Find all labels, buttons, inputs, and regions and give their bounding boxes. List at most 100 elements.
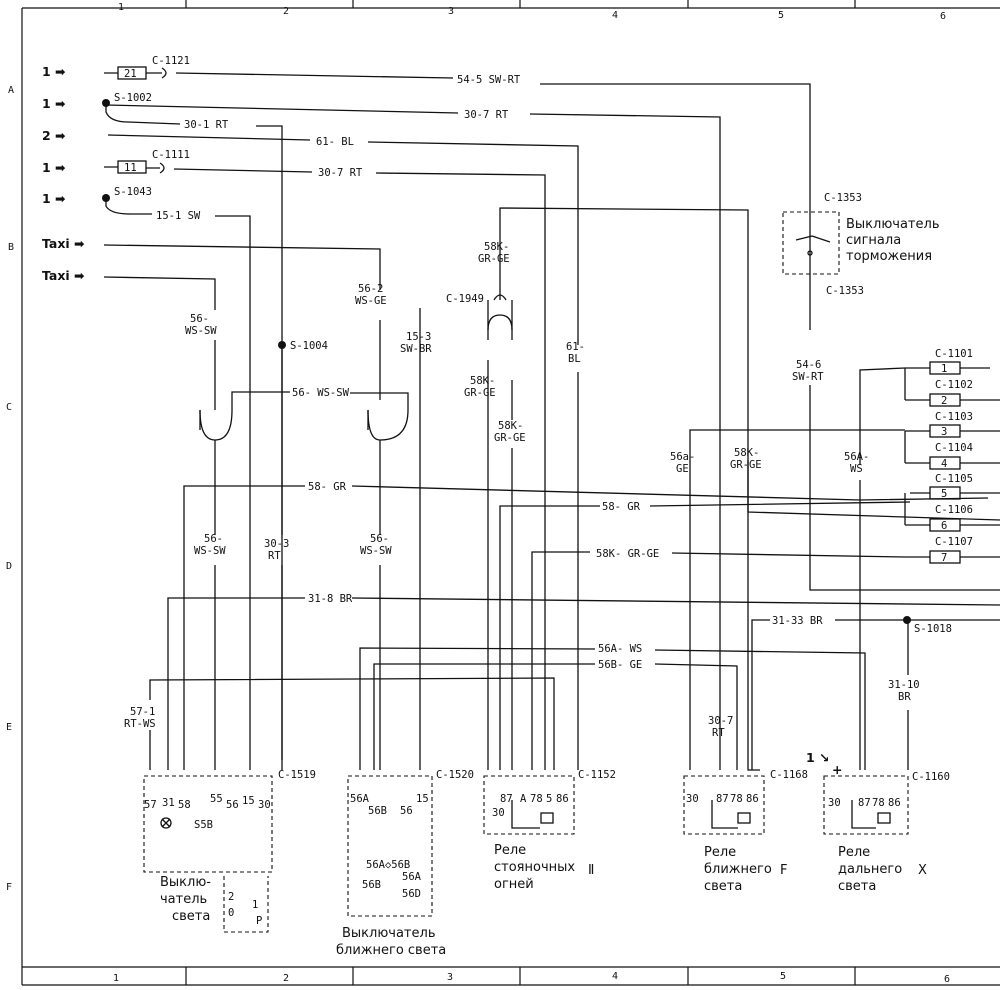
pin-label: 56A (350, 793, 370, 805)
col-label-bottom: 5 (780, 971, 786, 982)
switch-label: 56D (402, 888, 421, 900)
side-connector-label: C-1101 (935, 348, 973, 360)
pin-label: 30 (258, 799, 271, 811)
wire-label: 30-7 RT (464, 109, 509, 121)
side-connector-7 (929, 550, 961, 564)
splice-dot (278, 341, 286, 349)
wire-label: 58- GR (602, 501, 641, 513)
plug-symbols (199, 294, 513, 460)
pin-label: 87 (716, 793, 729, 805)
wire-label: 58- GR (308, 481, 347, 493)
park-relay-title: стояночных (494, 860, 575, 875)
pin-label: 87 (858, 797, 871, 809)
wire-label: 56a- (670, 451, 695, 463)
fuse-21 (117, 66, 147, 80)
side-connector-number: 5 (941, 488, 947, 500)
brake-switch-title: сигнала (846, 233, 901, 248)
input-signal: 1 ➡ (42, 160, 66, 175)
connector-label: C-1353 (824, 192, 862, 204)
side-connector-6 (929, 518, 961, 532)
splice-dot (102, 194, 110, 202)
component-labels: C-1519 C-1520 C-1152 C-1168 C-1160 57 31… (144, 750, 950, 927)
col-label-bottom: 3 (447, 972, 453, 983)
high-relay-number: Ⅹ (918, 863, 927, 878)
park-relay-title: Реле (494, 843, 526, 858)
wire-labels: C-1121 21 54-5 SW-RT S-1002 30-1 RT 30-7… (114, 55, 952, 739)
splice-label: S-1043 (114, 186, 152, 198)
pin-label: 86 (746, 793, 759, 805)
switch-position: 0 (228, 907, 234, 919)
relay-coil (540, 812, 554, 824)
fuse-label: 11 (124, 162, 137, 174)
wire-label: 30-1 RT (184, 119, 229, 131)
fuse-11 (117, 160, 147, 174)
input-signal: 1 ➡ (42, 191, 66, 206)
lamp-symbol (160, 817, 172, 829)
high-relay-title: дальнего (838, 862, 902, 877)
wire-label: WS-SW (194, 545, 226, 557)
wire-label: 54-6 (796, 359, 821, 371)
splice-points (102, 99, 911, 624)
wire-label: 31-33 BR (772, 615, 823, 627)
wire-label: 56- (370, 533, 389, 545)
light-switch-frame (143, 775, 273, 873)
wire-label: 15-3 (406, 331, 431, 343)
wire-label: WS-SW (185, 325, 217, 337)
wire-label: 30-3 (264, 538, 289, 550)
side-connector-number: 7 (941, 552, 947, 564)
input-signal: Taxi ➡ (42, 268, 85, 283)
light-switch-title: чатель (160, 892, 207, 907)
col-label-top: 1 (118, 2, 124, 13)
col-label-top: 3 (448, 6, 454, 17)
pin-label: 56B (368, 805, 387, 817)
col-label-bottom: 2 (283, 973, 289, 984)
wire-label: BR (898, 691, 911, 703)
wire-label: BL (568, 353, 581, 365)
wire-label: 15-1 SW (156, 210, 201, 222)
grid-labels: 1 2 3 4 5 6 1 2 3 4 5 6 A B C D E F (6, 2, 950, 985)
pin-label: 5 (546, 793, 552, 805)
pin-label: 86 (556, 793, 569, 805)
light-switch-title: Выклю- (160, 875, 211, 890)
input-signals: 1 ➡ 1 ➡ 2 ➡ 1 ➡ 1 ➡ Taxi ➡ Taxi ➡ (42, 64, 85, 283)
wire-label: 54-5 SW-RT (457, 74, 521, 86)
wire-label: 56- WS-SW (292, 387, 350, 399)
wire-label: 56- (190, 313, 209, 325)
connector-label: C-1519 (278, 769, 316, 781)
switch-label: 56B (362, 879, 381, 891)
pin-label: 56 (400, 805, 413, 817)
light-switch-title: света (172, 909, 210, 924)
low-beam-switch-frame (347, 775, 433, 917)
input-signal: 1 ➡ (42, 96, 66, 111)
side-connector-label: C-1105 (935, 473, 973, 485)
wire-label: SW-BR (400, 343, 432, 355)
wire-label: 31-10 (888, 679, 920, 691)
row-label: B (8, 242, 14, 253)
wire-label: GR-GE (730, 459, 762, 471)
low-beam-switch-title: ближнего света (336, 943, 446, 958)
diagram-frame (21, 0, 1000, 986)
pin-label: 30 (492, 807, 505, 819)
pin-label: 78 (730, 793, 743, 805)
connector-label: C-1121 (152, 55, 190, 67)
pin-label: 78 (530, 793, 543, 805)
col-label-top: 6 (940, 11, 946, 22)
wire-label: 57-1 (130, 706, 155, 718)
connector-label: C-1168 (770, 769, 808, 781)
pin-label: 56 (226, 799, 239, 811)
pin-label: S5B (194, 819, 213, 831)
side-connector-label: C-1103 (935, 411, 973, 423)
relay-coil (737, 812, 751, 824)
side-connector-1 (929, 361, 961, 375)
side-connector-label: C-1107 (935, 536, 973, 548)
wire-label: WS-GE (355, 295, 387, 307)
wire-label: RT (268, 550, 281, 562)
wire-label: SW-RT (792, 371, 824, 383)
pin-label: 15 (416, 793, 429, 805)
row-label: D (6, 561, 12, 572)
splice-dot (903, 616, 911, 624)
col-label-bottom: 6 (944, 974, 950, 985)
wire-label: 61- BL (316, 136, 354, 148)
switch-position: P (256, 915, 262, 927)
pin-label: 15 (242, 795, 255, 807)
